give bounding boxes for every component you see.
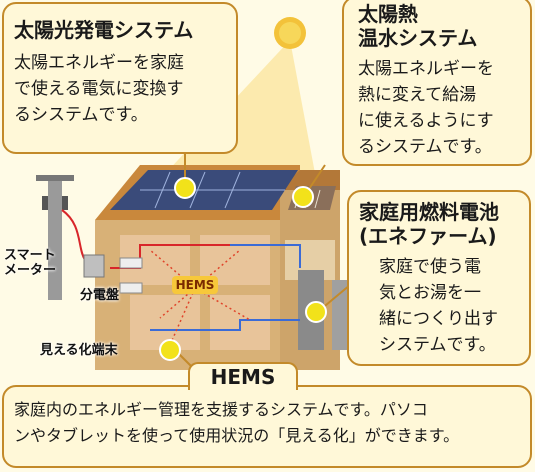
sun-icon: [274, 17, 306, 49]
solar-body: 太陽エネルギーを家庭 で使える電気に変換す るシステムです。: [14, 53, 184, 125]
hems-body: 家庭内のエネルギー管理を支援するシステムです。パソコ ンやタブレットを使って使用…: [14, 400, 460, 445]
fuelcell-box: 家庭用燃料電池 (エネファーム) 家庭で使う電 気とお湯を一 緒につくり出す シ…: [347, 190, 531, 366]
panel-label: 分電盤: [80, 288, 120, 303]
hems-badge: HEMS: [172, 276, 218, 294]
fuelcell-body: 家庭で使う電 気とお湯を一 緒につくり出す システムです。: [379, 257, 498, 355]
solar-title: 太陽光発電システム: [14, 18, 194, 42]
hems-title: HEMS: [210, 365, 276, 389]
panel-device: [119, 257, 143, 269]
terminal-label: 見える化端末: [40, 343, 118, 358]
utility-pole: [36, 175, 74, 300]
solar-box: 太陽光発電システム 太陽エネルギーを家庭 で使える電気に変換す るシステムです。: [2, 2, 238, 154]
hems-tab: HEMS: [188, 362, 298, 390]
thermal-body: 太陽エネルギーを 熱に変えて給湯 に使えるようにす るシステムです。: [358, 59, 494, 157]
solar-panels: [110, 170, 298, 210]
thermal-title: 太陽熱 温水システム: [358, 2, 478, 50]
hems-box: 家庭内のエネルギー管理を支援するシステムです。パソコ ンやタブレットを使って使用…: [2, 385, 532, 468]
markers: [159, 177, 327, 361]
fuelcell-title: 家庭用燃料電池 (エネファーム): [359, 200, 499, 248]
panel-device-2: [119, 282, 143, 294]
thermal-box: 太陽熱 温水システム 太陽エネルギーを 熱に変えて給湯 に使えるようにす るシス…: [342, 0, 532, 166]
smart-meter-label: スマート メーター: [4, 248, 57, 278]
smart-meter-device: [83, 254, 105, 278]
